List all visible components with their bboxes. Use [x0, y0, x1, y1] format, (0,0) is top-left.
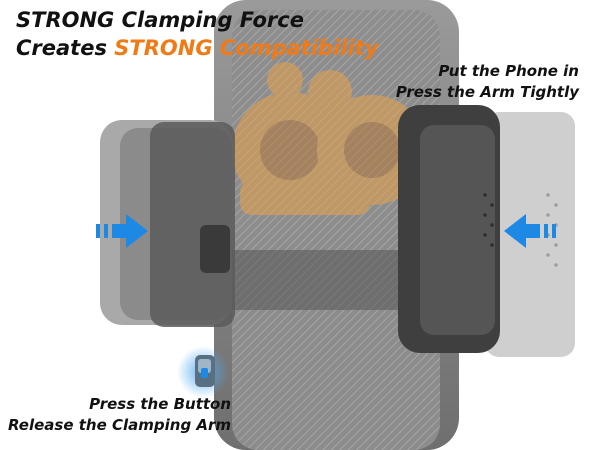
- headline: STRONG Clamping Force Creates STRONG Com…: [16, 6, 378, 62]
- callout-put-phone-line-1: Put the Phone in: [438, 62, 579, 80]
- headline-line-1: STRONG Clamping Force: [16, 8, 304, 32]
- right-arrow-icon: [504, 214, 556, 248]
- callout-put-phone-line-2: Press the Arm Tightly: [395, 83, 579, 101]
- headline-line-2: Creates STRONG Compatibility: [16, 34, 378, 62]
- right-clamp-arm[interactable]: [398, 105, 575, 357]
- headline-prefix: Creates: [16, 36, 115, 60]
- callout-release-line-2: Release the Clamping Arm: [8, 416, 232, 434]
- gear-mechanism: [232, 62, 427, 215]
- headline-accent: STRONG Compatibility: [114, 36, 379, 60]
- left-arrow-icon: [96, 214, 148, 248]
- callout-release-line-1: Press the Button: [89, 395, 232, 413]
- callout-release-button: Press the Button Release the Clamping Ar…: [8, 394, 231, 436]
- callout-put-phone: Put the Phone in Press the Arm Tightly: [396, 61, 579, 103]
- release-button-icon[interactable]: [177, 346, 229, 398]
- left-clamp-arm[interactable]: [100, 120, 235, 327]
